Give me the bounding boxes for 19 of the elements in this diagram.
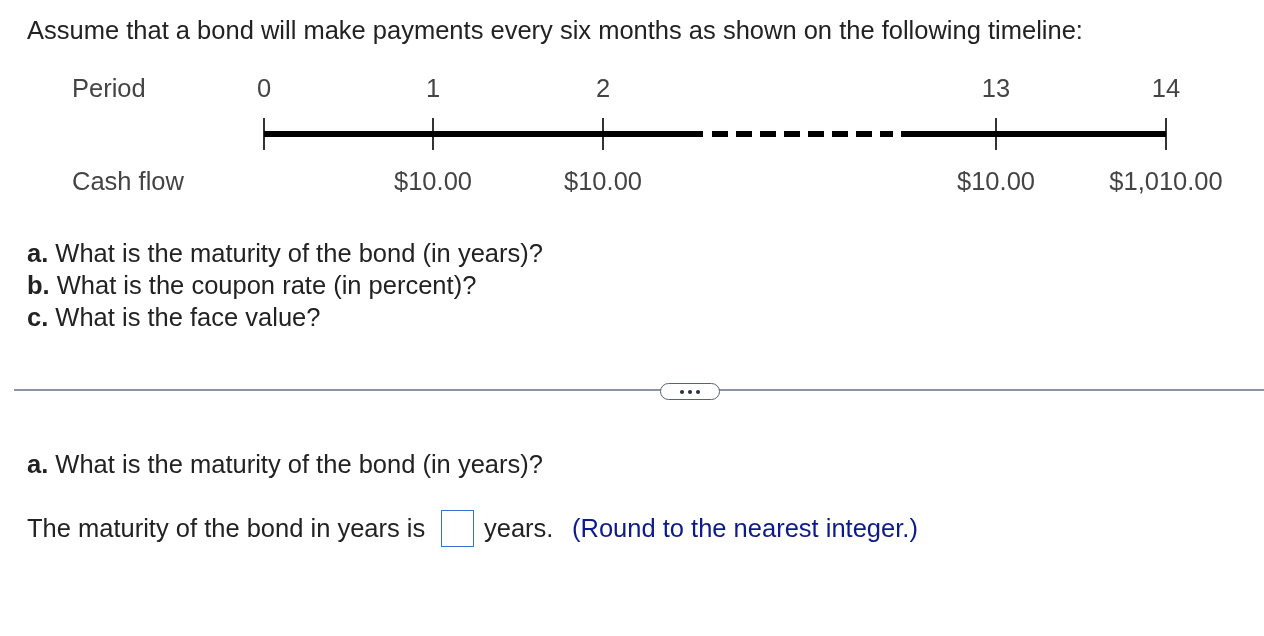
hint-text: (Round to the nearest integer.) [572,513,918,543]
row-label: Period [72,73,146,103]
row-label: Cash flow [72,166,184,196]
period-number: 14 [1151,73,1181,103]
title-text: Assume that a bond will make payments every six months as shown on the following timeline: [27,15,1083,45]
answer-prompt: The maturity of the bond in years is [27,513,426,543]
cash-flow-amount: $10.00 [957,166,1035,196]
period-number: 1 [425,73,441,103]
period-number: 0 [256,73,272,103]
question-text: a. What is the maturity of the bond (in years)? [27,238,543,268]
cash-flow-amount: $1,010.00 [1109,166,1223,196]
cash-flow-amount: $10.00 [564,166,642,196]
question-text: b. What is the coupon rate (in percent)? [27,270,477,300]
question-text: c. What is the face value? [27,302,321,332]
unit-text: years. [484,513,554,543]
cash-flow-amount: $10.00 [394,166,472,196]
period-number: 2 [595,73,611,103]
period-number: 13 [981,73,1011,103]
question-text: a. What is the maturity of the bond (in years)? [27,449,543,479]
